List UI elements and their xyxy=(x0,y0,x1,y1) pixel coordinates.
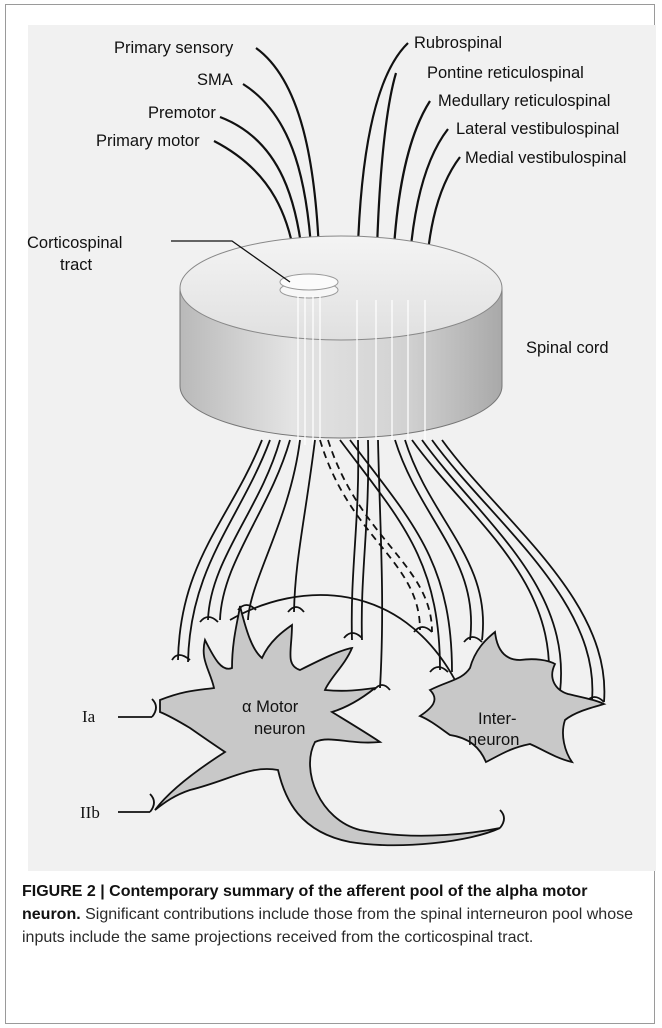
label-corticospinal-1: Corticospinal xyxy=(27,234,122,252)
label-rubrospinal: Rubrospinal xyxy=(414,34,502,52)
label-sma: SMA xyxy=(197,71,233,89)
label-spinal-cord: Spinal cord xyxy=(526,339,609,357)
label-premotor: Premotor xyxy=(148,104,216,122)
label-lateral-vestibulo: Lateral vestibulospinal xyxy=(456,120,619,138)
label-ia: Ia xyxy=(82,707,96,726)
label-corticospinal-2: tract xyxy=(60,256,93,274)
axon-terminal xyxy=(500,810,504,828)
spinal-cord-cylinder xyxy=(180,236,502,445)
label-pontine: Pontine reticulospinal xyxy=(427,64,584,82)
label-primary-motor: Primary motor xyxy=(96,132,200,150)
label-interneuron-2: neuron xyxy=(468,731,519,749)
label-primary-sensory: Primary sensory xyxy=(114,39,234,57)
label-medullary: Medullary reticulospinal xyxy=(438,92,610,110)
label-motor-neuron-1: α Motor xyxy=(242,698,299,716)
corticospinal-disk-top xyxy=(280,274,338,290)
caption-body: Significant contributions include those … xyxy=(22,906,633,946)
neural-pathway-diagram: Primary sensory SMA Premotor Primary mot… xyxy=(0,0,662,870)
label-interneuron-1: Inter- xyxy=(478,710,517,728)
cylinder-top xyxy=(180,236,502,340)
label-medial-vestibulo: Medial vestibulospinal xyxy=(465,149,626,167)
label-motor-neuron-2: neuron xyxy=(254,720,305,738)
label-iib: IIb xyxy=(80,803,100,822)
figure-caption: FIGURE 2 | Contemporary summary of the a… xyxy=(22,880,642,949)
